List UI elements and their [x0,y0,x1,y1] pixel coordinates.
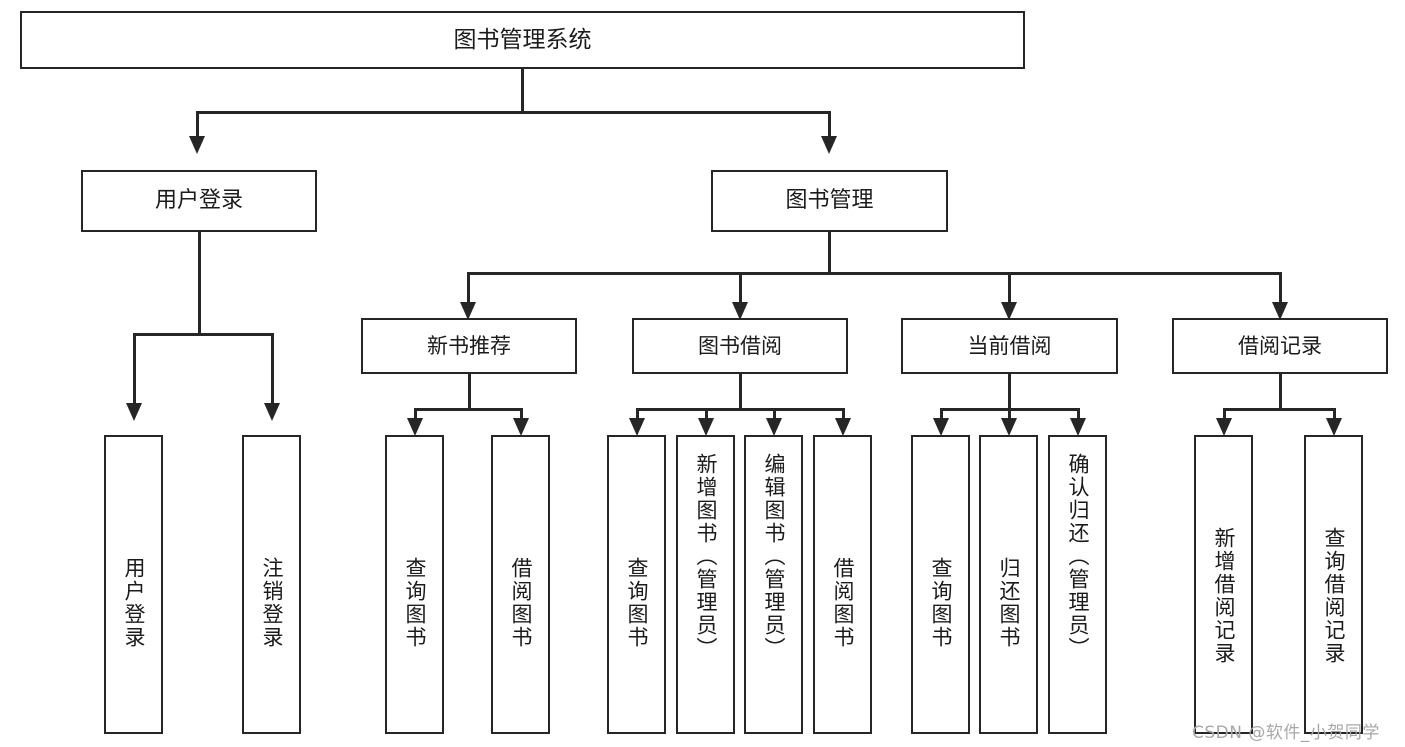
arrowhead-book-borrow-leaf2 [698,418,714,436]
arrowhead-to-borrow-record [1272,302,1288,320]
node-borrow-record[interactable]: 借阅记录 [1172,318,1388,374]
arrowhead-user-login-to-leaf2 [264,403,280,421]
connector-borrow-record-to-leaf2 [1333,408,1336,426]
node-label: 新增图书（管理员） [694,453,718,660]
connector-borrow-record-bus [1224,408,1335,411]
node-new-book-recommend[interactable]: 新书推荐 [361,318,577,374]
node-leaf-user-logout[interactable]: 注销登录 [242,435,301,734]
node-leaf-return-book[interactable]: 归还图书 [979,435,1038,734]
node-label: 编辑图书（管理员） [762,453,786,660]
node-label: 借阅记录 [1238,333,1322,358]
node-leaf-add-borrow-record[interactable]: 新增借阅记录 [1194,435,1253,734]
arrowhead-current-borrow-leaf1 [933,418,949,436]
node-label: 查询借阅记录 [1322,527,1346,665]
node-label: 查询图书 [403,557,427,649]
node-label: 用户登录 [122,557,146,649]
node-label: 当前借阅 [967,333,1052,358]
connector-book-manage-to-new-book-rec [467,272,470,304]
node-label: 借阅图书 [509,557,533,649]
connector-book-manage-to-book-borrow [739,272,742,304]
arrowhead-to-current-borrow [1001,302,1017,320]
node-book-manage[interactable]: 图书管理 [711,170,948,232]
node-user-login[interactable]: 用户登录 [81,170,317,232]
arrowhead-current-borrow-leaf3 [1070,418,1086,436]
connector-book-borrow-stem [739,374,742,410]
node-root-book-management-system[interactable]: 图书管理系统 [20,11,1025,69]
node-leaf-query-borrow-record[interactable]: 查询借阅记录 [1304,435,1363,734]
connector-book-borrow-bus [637,408,844,411]
connector-book-borrow-to-leaf2 [705,408,708,426]
node-leaf-query-book-current[interactable]: 查询图书 [911,435,970,734]
connector-current-borrow-to-leaf1 [940,408,943,426]
arrowhead-borrow-record-leaf2 [1326,418,1342,436]
connector-book-borrow-to-leaf3 [773,408,776,426]
connector-root-bus [197,111,830,114]
node-label: 用户登录 [154,188,243,214]
arrowhead-user-login-to-leaf1 [126,403,142,421]
node-label: 注销登录 [260,557,284,649]
connector-user-login-bus [134,333,274,336]
node-leaf-user-login[interactable]: 用户登录 [104,435,163,734]
connector-current-borrow-stem [1008,374,1011,410]
node-label: 新书推荐 [427,333,511,358]
connector-current-borrow-to-leaf2 [1008,408,1011,426]
connector-root-stem [521,69,524,112]
connector-user-login-stem [198,232,201,335]
node-current-borrow[interactable]: 当前借阅 [901,318,1118,374]
node-label: 查询图书 [929,557,953,649]
node-book-borrow[interactable]: 图书借阅 [632,318,848,374]
arrowhead-root-to-user-login [189,136,205,154]
arrowhead-to-book-borrow [732,302,748,320]
node-leaf-query-book-borrow[interactable]: 查询图书 [607,435,666,734]
connector-book-manage-to-current-borrow [1008,272,1011,304]
node-label: 新增借阅记录 [1212,527,1236,665]
connector-book-borrow-to-leaf1 [636,408,639,426]
arrowhead-book-borrow-leaf3 [766,418,782,436]
connector-new-book-rec-to-leaf1 [414,408,417,426]
node-label: 图书借阅 [698,333,782,358]
arrowhead-root-to-book-manage [821,136,837,154]
connector-book-manage-bus [468,272,1280,275]
connector-book-manage-to-borrow-record [1279,272,1282,304]
node-label: 图书管理 [785,188,874,214]
node-label: 确认归还（管理员） [1066,453,1090,660]
connector-book-borrow-to-leaf4 [842,408,845,426]
node-leaf-confirm-return-admin[interactable]: 确认归还（管理员） [1048,435,1107,734]
connector-user-login-to-leaf2 [271,333,274,405]
node-leaf-query-book-rec[interactable]: 查询图书 [385,435,444,734]
connector-current-borrow-to-leaf3 [1077,408,1080,426]
connector-borrow-record-to-leaf1 [1223,408,1226,426]
node-leaf-add-book-admin[interactable]: 新增图书（管理员） [676,435,735,734]
arrowhead-new-book-rec-leaf1 [407,418,423,436]
arrowhead-book-borrow-leaf4 [835,418,851,436]
connector-root-to-book-manage [828,111,831,138]
arrowhead-book-borrow-leaf1 [629,418,645,436]
node-leaf-borrow-book[interactable]: 借阅图书 [813,435,872,734]
connector-user-login-to-leaf1 [133,333,136,405]
connector-borrow-record-stem [1279,374,1282,410]
connector-book-manage-stem [828,232,831,274]
arrowhead-current-borrow-leaf2 [1001,418,1017,436]
node-label: 查询图书 [625,557,649,649]
arrowhead-to-new-book-rec [460,302,476,320]
connector-new-book-rec-bus [415,408,522,411]
connector-new-book-rec-stem [468,374,471,410]
node-leaf-borrow-book-rec[interactable]: 借阅图书 [491,435,550,734]
arrowhead-new-book-rec-leaf2 [513,418,529,436]
csdn-watermark: CSDN @软件_小贺同学 [1192,723,1380,743]
node-leaf-edit-book-admin[interactable]: 编辑图书（管理员） [744,435,803,734]
node-label: 图书管理系统 [453,26,592,53]
connector-root-to-user-login [196,111,199,138]
node-label: 借阅图书 [831,557,855,649]
arrowhead-borrow-record-leaf1 [1216,418,1232,436]
connector-new-book-rec-to-leaf2 [520,408,523,426]
node-label: 归还图书 [997,557,1021,649]
